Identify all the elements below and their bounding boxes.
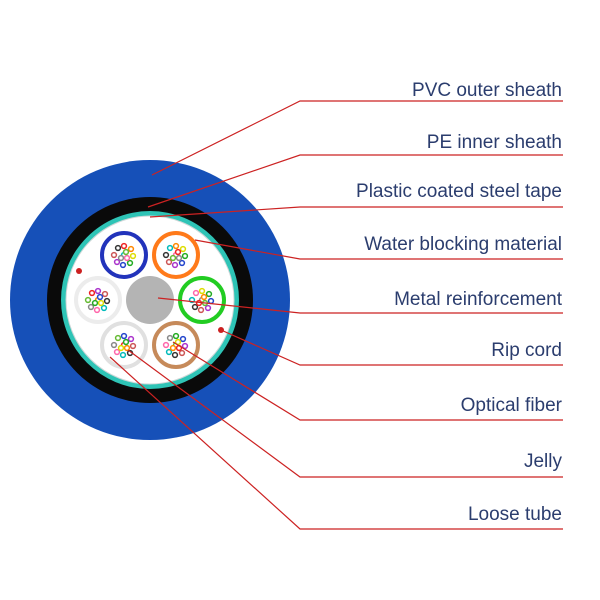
loose-tube-orange <box>152 230 200 279</box>
optical-fiber <box>117 254 125 262</box>
optical-fiber <box>179 335 187 343</box>
optical-fiber <box>110 251 118 259</box>
optical-fiber <box>207 297 215 305</box>
optical-fiber <box>165 258 173 266</box>
optical-fiber <box>172 242 180 250</box>
leader-line-metal-reinforcement <box>157 297 563 314</box>
loose-tubes <box>74 230 226 370</box>
optical-fiber <box>166 334 174 342</box>
loose-tube-white <box>74 276 122 324</box>
optical-fiber <box>179 245 187 253</box>
optical-fiber <box>97 299 105 307</box>
label-jelly: Jelly <box>524 451 563 472</box>
optical-fiber <box>100 304 108 312</box>
loose-tube-blue <box>100 230 148 279</box>
optical-fiber <box>119 261 127 269</box>
optical-fiber <box>169 344 177 352</box>
optical-fiber <box>101 290 109 298</box>
leader-line-steel-tape <box>149 206 563 218</box>
loose-tube-green <box>178 276 226 324</box>
rip-cord-left <box>76 268 82 274</box>
optical-fiber <box>166 244 174 252</box>
optical-fiber <box>174 248 182 256</box>
optical-fiber <box>172 332 180 340</box>
labels: PVC outer sheath PE inner sheath Plastic… <box>356 80 563 525</box>
leader-line-water-blocking <box>194 239 563 260</box>
label-plastic-coated-steel-tape: Plastic coated steel tape <box>356 181 562 202</box>
optical-fiber <box>181 342 189 350</box>
leader-line-loose-tube <box>109 356 563 530</box>
metal-reinforcement <box>126 276 174 324</box>
label-water-blocking-material: Water blocking material <box>364 234 562 255</box>
leader-line-pvc-outer-sheath <box>151 100 563 176</box>
optical-fiber <box>198 287 206 295</box>
optical-fiber <box>127 335 135 343</box>
optical-fiber <box>120 332 128 340</box>
optical-fiber <box>117 344 125 352</box>
loose-tube-brown <box>152 321 200 370</box>
label-rip-cord: Rip cord <box>491 340 562 361</box>
optical-fiber <box>88 289 96 297</box>
leader-line-optical-fiber <box>172 341 563 421</box>
label-optical-fiber: Optical fiber <box>461 395 563 416</box>
label-pe-inner-sheath: PE inner sheath <box>427 132 562 153</box>
optical-fiber <box>119 351 127 359</box>
optical-fiber <box>169 254 177 262</box>
optical-fiber <box>103 297 111 305</box>
optical-fiber <box>91 299 99 307</box>
optical-fiber <box>93 306 101 314</box>
optical-fiber <box>191 303 199 311</box>
optical-fiber <box>204 304 212 312</box>
leader-line-jelly <box>127 349 563 478</box>
optical-fiber <box>175 254 183 262</box>
leader-line-rip-cord <box>220 329 563 366</box>
optical-fiber <box>114 334 122 342</box>
optical-fiber <box>126 259 134 267</box>
optical-fiber <box>127 245 135 253</box>
optical-fiber <box>200 293 208 301</box>
optical-fiber <box>205 290 213 298</box>
optical-fiber <box>114 244 122 252</box>
optical-fiber <box>171 351 179 359</box>
cable-layers <box>10 160 290 440</box>
optical-fiber <box>96 293 104 301</box>
optical-fiber <box>84 296 92 304</box>
optical-fiber <box>113 258 121 266</box>
optical-fiber <box>122 338 130 346</box>
optical-fiber <box>129 252 137 260</box>
optical-fiber <box>181 252 189 260</box>
optical-fiber <box>129 342 137 350</box>
optical-fiber <box>113 348 121 356</box>
leader-line-pe-inner-sheath <box>147 154 563 208</box>
leader-lines <box>109 100 563 530</box>
optical-fiber <box>120 242 128 250</box>
optical-fiber <box>171 261 179 269</box>
optical-fiber <box>122 248 130 256</box>
label-loose-tube: Loose tube <box>468 504 562 525</box>
optical-fiber <box>87 303 95 311</box>
optical-fiber <box>94 287 102 295</box>
optical-fiber <box>123 254 131 262</box>
optical-fiber <box>123 344 131 352</box>
optical-fiber <box>162 251 170 259</box>
optical-fiber <box>162 341 170 349</box>
label-pvc-outer-sheath: PVC outer sheath <box>412 80 562 101</box>
optical-fiber <box>178 349 186 357</box>
loose-tube-gray <box>100 321 148 370</box>
label-metal-reinforcement: Metal reinforcement <box>394 289 563 310</box>
optical-fiber <box>178 259 186 267</box>
optical-fiber <box>110 341 118 349</box>
optical-fiber <box>197 306 205 314</box>
optical-fiber <box>192 289 200 297</box>
optical-fiber <box>165 348 173 356</box>
